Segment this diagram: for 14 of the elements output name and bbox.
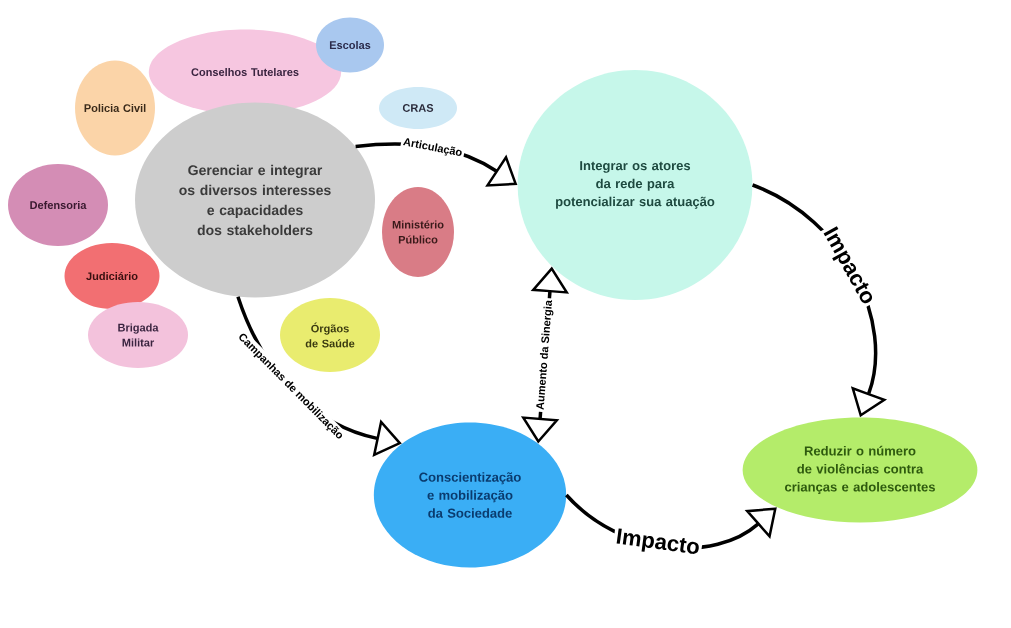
stakeholder-blob: Ministério Público xyxy=(382,187,454,277)
goal-blob: Integrar os atores da rede para potencializar sua atuação xyxy=(517,70,753,300)
goal-blob: Reduzir o número de violências contra crianças e adolescentes xyxy=(742,417,978,523)
edge-label: Impacto xyxy=(612,525,704,562)
goal-blob: Conscientização e mobilização da Sociedade xyxy=(373,422,567,568)
stakeholder-blob: Órgãos de Saúde xyxy=(280,298,380,372)
stakeholder-blob: Defensoria xyxy=(8,164,108,246)
stakeholder-blob: Escolas xyxy=(316,17,384,73)
stakeholder-blob: Judiciário xyxy=(64,243,160,309)
edge-label: Aumento da Sinergia xyxy=(533,297,557,413)
edge-label: Articulação xyxy=(399,134,466,161)
stakeholder-blob: Brigada Militar xyxy=(88,302,188,368)
stakeholder-blob: CRAS xyxy=(379,87,457,129)
stakeholder-blob: Policia Civil xyxy=(75,60,155,156)
